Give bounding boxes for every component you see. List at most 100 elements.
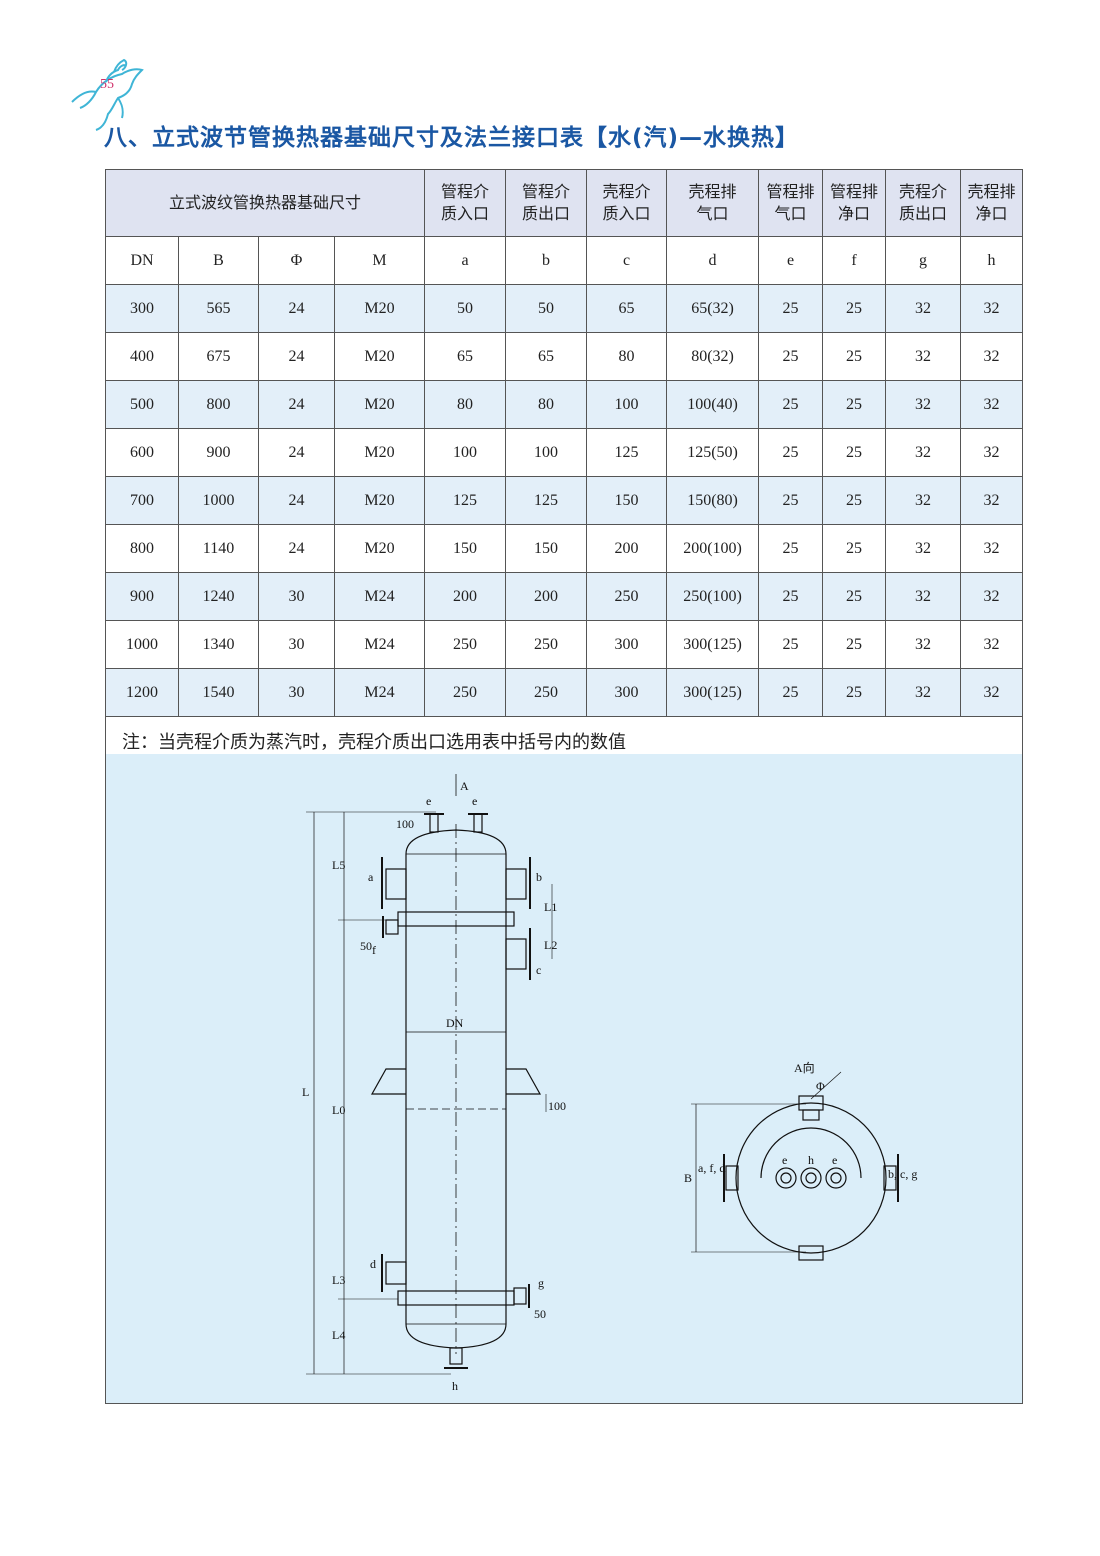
port-header: 管程排净口 (822, 169, 887, 237)
label-L1: L1 (544, 900, 557, 914)
table-cell: 24 (258, 524, 335, 573)
table-cell: 800 (178, 380, 259, 429)
table-cell: 250 (424, 620, 507, 669)
label-f: f (372, 943, 376, 957)
label-a: a (368, 870, 374, 884)
table-cell: 25 (758, 380, 824, 429)
label-cell: DN (105, 236, 179, 285)
label-L2: L2 (544, 938, 557, 952)
table-cell: 32 (885, 668, 962, 717)
table-cell: 250(100) (666, 572, 760, 621)
table-cell: M20 (333, 284, 426, 333)
table-cell: 1240 (178, 572, 259, 621)
table-cell: 150 (424, 524, 507, 573)
table-cell: 25 (758, 572, 824, 621)
table-cell: 25 (822, 284, 887, 333)
table-cell: 32 (885, 428, 962, 477)
table-cell: 700 (105, 476, 179, 525)
table-cell: 600 (105, 428, 179, 477)
phi-label: Φ (816, 1079, 825, 1093)
table-cell: 1340 (178, 620, 259, 669)
table-cell: 900 (105, 572, 179, 621)
port-header: 壳程排净口 (960, 169, 1024, 237)
table-cell: 1000 (178, 476, 259, 525)
table-cell: 25 (758, 284, 824, 333)
port-header: 管程排气口 (758, 169, 824, 237)
table-cell: 30 (258, 572, 335, 621)
table-cell: 200 (424, 572, 507, 621)
table-cell: 900 (178, 428, 259, 477)
port-header: 管程介质出口 (505, 169, 588, 237)
label-d: d (370, 1257, 376, 1271)
label-cell: M (333, 236, 426, 285)
table-cell: 25 (822, 572, 887, 621)
table-cell: 100(40) (666, 380, 760, 429)
horse-rider-logo (71, 58, 144, 131)
table-cell: M20 (333, 428, 426, 477)
table-cell: 65 (505, 332, 588, 381)
table-cell: 25 (822, 332, 887, 381)
table-cell: 675 (178, 332, 259, 381)
table-cell: 32 (960, 428, 1024, 477)
table-cell: 65(32) (666, 284, 760, 333)
table-cell: 25 (758, 332, 824, 381)
label-e: e (782, 1153, 787, 1167)
label-g: g (538, 1276, 544, 1290)
label-cell: c (586, 236, 668, 285)
table-cell: 200 (586, 524, 668, 573)
label-cell: Φ (258, 236, 335, 285)
table-cell: 125 (586, 428, 668, 477)
table-cell: 25 (822, 620, 887, 669)
table-cell: 80 (424, 380, 507, 429)
table-cell: M20 (333, 476, 426, 525)
label-e: e (472, 794, 477, 808)
dim-100: 100 (548, 1099, 566, 1113)
table-cell: 32 (960, 380, 1024, 429)
label-afd: a, f, d (698, 1161, 725, 1175)
label-L: L (302, 1085, 309, 1099)
label-cell: B (178, 236, 259, 285)
table-cell: 25 (822, 668, 887, 717)
table-cell: 125(50) (666, 428, 760, 477)
table-cell: 25 (758, 428, 824, 477)
table-cell: 32 (960, 572, 1024, 621)
page-title: 八、立式波节管换热器基础尺寸及法兰接口表【水(汽)—水换热】 (104, 125, 800, 151)
table-cell: 32 (960, 668, 1024, 717)
port-header: 壳程排气口 (666, 169, 760, 237)
dim-50: 50 (360, 939, 372, 953)
label-DN: DN (446, 1016, 464, 1030)
label-e: e (832, 1153, 837, 1167)
table-cell: 100 (586, 380, 668, 429)
table-cell: 24 (258, 380, 335, 429)
table-cell: 32 (960, 524, 1024, 573)
table-cell: 32 (885, 476, 962, 525)
table-cell: 24 (258, 332, 335, 381)
table-cell: 1140 (178, 524, 259, 573)
table-cell: M20 (333, 380, 426, 429)
table-cell: 250 (424, 668, 507, 717)
label-L4: L4 (332, 1328, 345, 1342)
table-cell: 25 (822, 380, 887, 429)
table-cell: 800 (105, 524, 179, 573)
table-cell: 25 (758, 476, 824, 525)
dim-100: 100 (396, 817, 414, 831)
label-h: h (808, 1153, 814, 1167)
port-header: 壳程介质入口 (586, 169, 668, 237)
table-cell: 25 (822, 524, 887, 573)
label-c: c (536, 963, 541, 977)
label-h: h (452, 1379, 458, 1393)
table-cell: 300(125) (666, 620, 760, 669)
table-cell: 24 (258, 476, 335, 525)
table-cell: 250 (505, 668, 588, 717)
label-L5: L5 (332, 858, 345, 872)
table-cell: 32 (960, 476, 1024, 525)
table-cell: 200(100) (666, 524, 760, 573)
table-cell: 400 (105, 332, 179, 381)
table-cell: 80 (586, 332, 668, 381)
table-cell: 150(80) (666, 476, 760, 525)
